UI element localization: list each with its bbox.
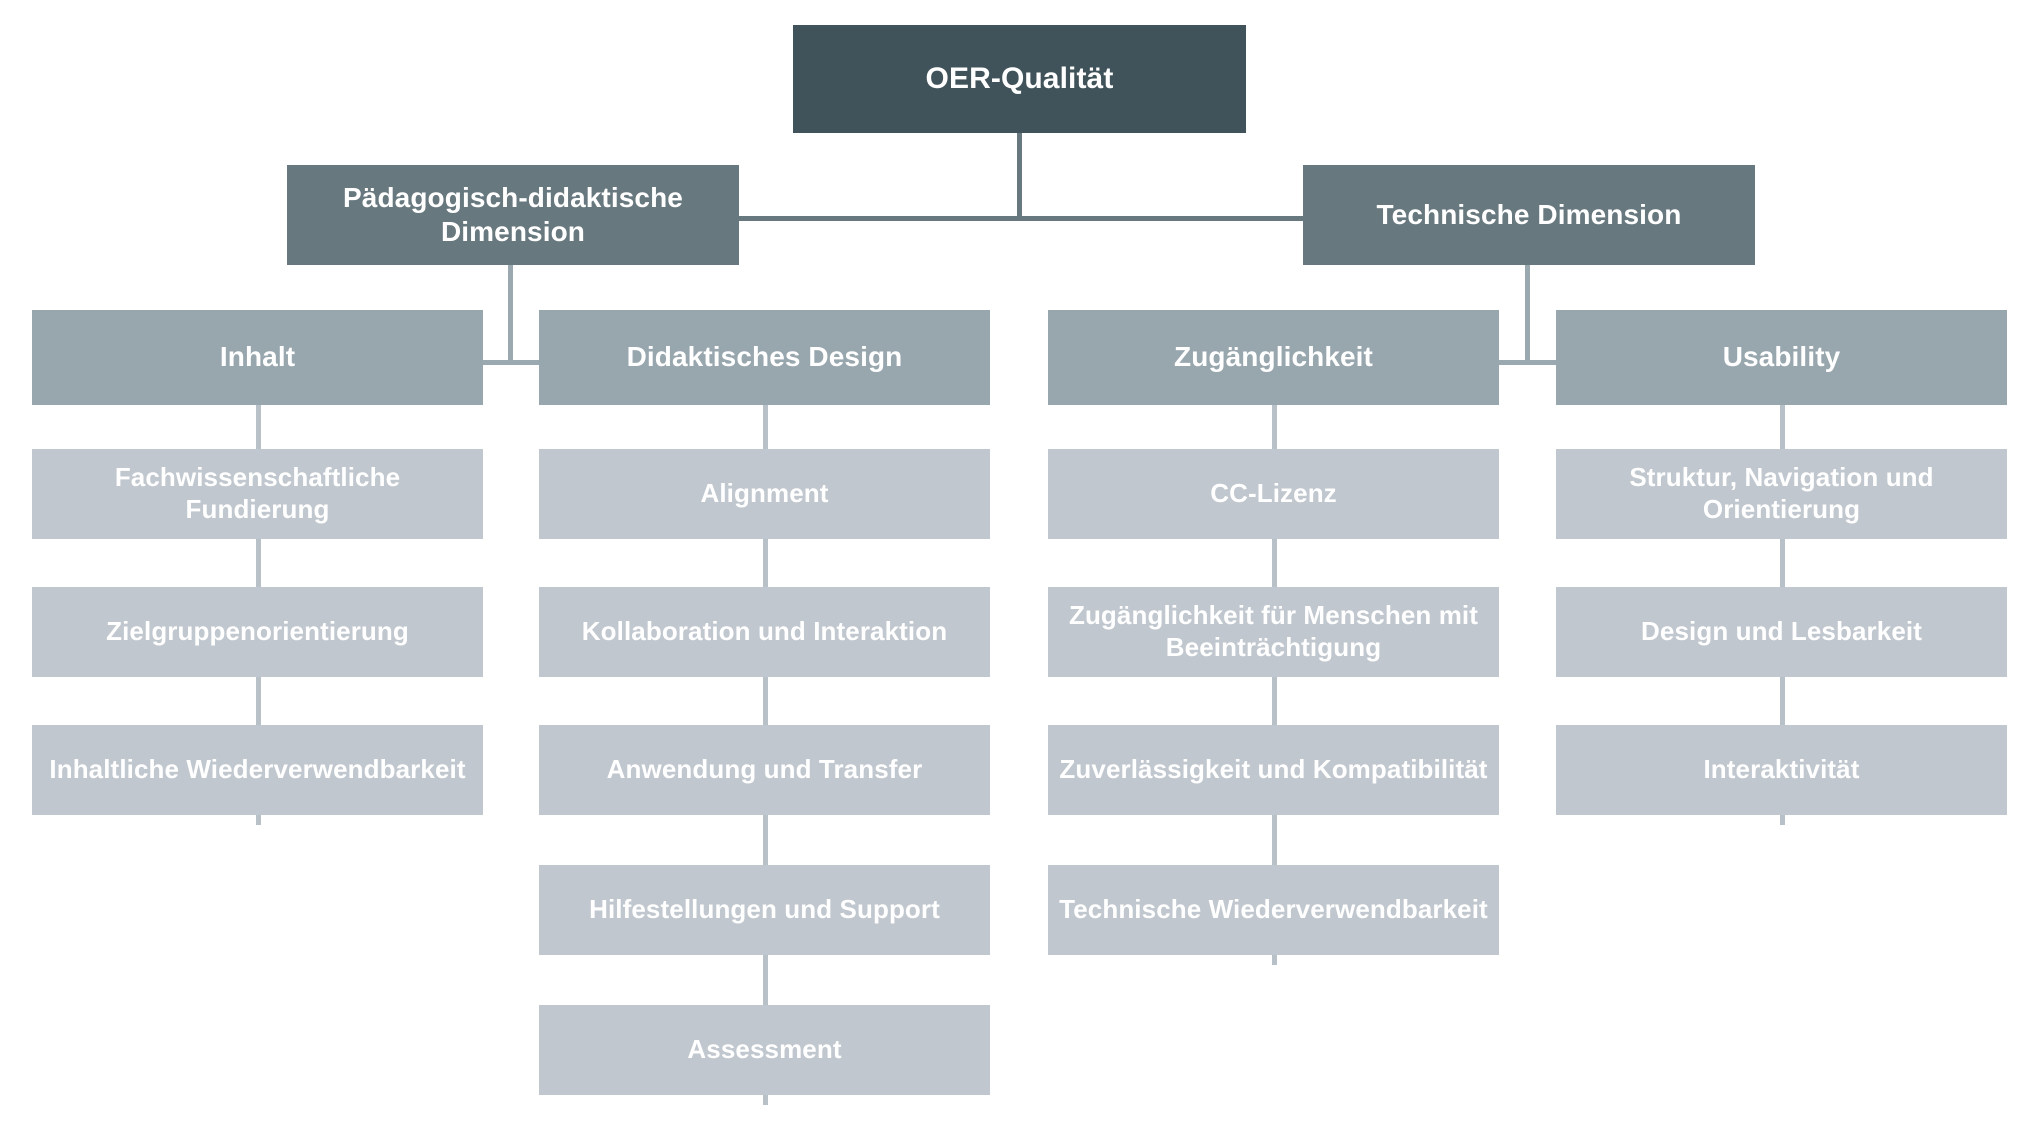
connector-right-dimension-stem [1525, 265, 1530, 363]
node-label: Inhaltliche Wiederverwendbarkeit [49, 754, 466, 785]
node-leaf-inhaltliche-wiederverwendbarkeit[interactable]: Inhaltliche Wiederverwendbarkeit [32, 725, 483, 815]
node-label: CC-Lizenz [1210, 478, 1337, 509]
node-root-oer-qualitaet[interactable]: OER-Qualität [793, 25, 1246, 133]
node-label: Technische Dimension [1376, 198, 1682, 230]
node-label: Anwendung und Transfer [606, 754, 923, 785]
node-leaf-assessment[interactable]: Assessment [539, 1005, 990, 1095]
node-leaf-zuverlaessigkeit-und-kompatibilitaet[interactable]: Zuverlässigkeit und Kompatibilität [1048, 725, 1499, 815]
node-leaf-zugaenglichkeit-fuer-menschen-mit-beeintraechtigung[interactable]: Zugänglichkeit für Menschen mit Beeinträ… [1048, 587, 1499, 677]
node-label: Pädagogisch-didaktische Dimension [343, 181, 683, 247]
connector-left-dimension-stem [508, 265, 513, 363]
node-label: Fachwissenschaftliche Fundierung [114, 462, 401, 524]
node-dimension-paedagogisch-didaktisch[interactable]: Pädagogisch-didaktische Dimension [287, 165, 739, 265]
node-leaf-technische-wiederverwendbarkeit[interactable]: Technische Wiederverwendbarkeit [1048, 865, 1499, 955]
node-leaf-design-und-lesbarkeit[interactable]: Design und Lesbarkeit [1556, 587, 2007, 677]
node-dimension-technisch[interactable]: Technische Dimension [1303, 165, 1755, 265]
node-label: Struktur, Navigation und Orientierung [1629, 462, 1934, 524]
node-label: Zugänglichkeit für Menschen mit Beeinträ… [1068, 600, 1479, 662]
node-label: Alignment [700, 478, 829, 509]
node-label: Inhalt [219, 341, 296, 373]
node-leaf-hilfestellungen-und-support[interactable]: Hilfestellungen und Support [539, 865, 990, 955]
node-leaf-alignment[interactable]: Alignment [539, 449, 990, 539]
node-label: Assessment [687, 1034, 842, 1065]
connector-root-stem [1017, 132, 1022, 220]
node-leaf-zielgruppenorientierung[interactable]: Zielgruppenorientierung [32, 587, 483, 677]
node-label: Zuverlässigkeit und Kompatibilität [1059, 754, 1488, 785]
node-label: Usability [1722, 341, 1841, 373]
node-leaf-interaktivitaet[interactable]: Interaktivität [1556, 725, 2007, 815]
node-leaf-cc-lizenz[interactable]: CC-Lizenz [1048, 449, 1499, 539]
node-category-inhalt[interactable]: Inhalt [32, 310, 483, 405]
node-leaf-kollaboration-und-interaktion[interactable]: Kollaboration und Interaktion [539, 587, 990, 677]
node-label: Interaktivität [1703, 754, 1860, 785]
node-category-didaktisches-design[interactable]: Didaktisches Design [539, 310, 990, 405]
node-label: Zielgruppenorientierung [106, 616, 409, 647]
node-label: Hilfestellungen und Support [589, 894, 940, 925]
connector-dimension-bar [510, 216, 1320, 221]
node-leaf-anwendung-und-transfer[interactable]: Anwendung und Transfer [539, 725, 990, 815]
node-leaf-fachwissenschaftliche-fundierung[interactable]: Fachwissenschaftliche Fundierung [32, 449, 483, 539]
connector-col3-spine [1272, 405, 1277, 965]
connector-left-category-bar [260, 360, 770, 365]
node-label: OER-Qualität [925, 61, 1114, 95]
node-label: Zugänglichkeit [1174, 341, 1373, 373]
node-label: Design und Lesbarkeit [1641, 616, 1922, 647]
node-label: Didaktisches Design [626, 341, 903, 373]
node-label: Kollaboration und Interaktion [581, 616, 948, 647]
connector-right-category-bar [1280, 360, 1790, 365]
node-category-usability[interactable]: Usability [1556, 310, 2007, 405]
node-label: Technische Wiederverwendbarkeit [1059, 894, 1488, 925]
node-category-zugaenglichkeit[interactable]: Zugänglichkeit [1048, 310, 1499, 405]
node-leaf-struktur-navigation-und-orientierung[interactable]: Struktur, Navigation und Orientierung [1556, 449, 2007, 539]
